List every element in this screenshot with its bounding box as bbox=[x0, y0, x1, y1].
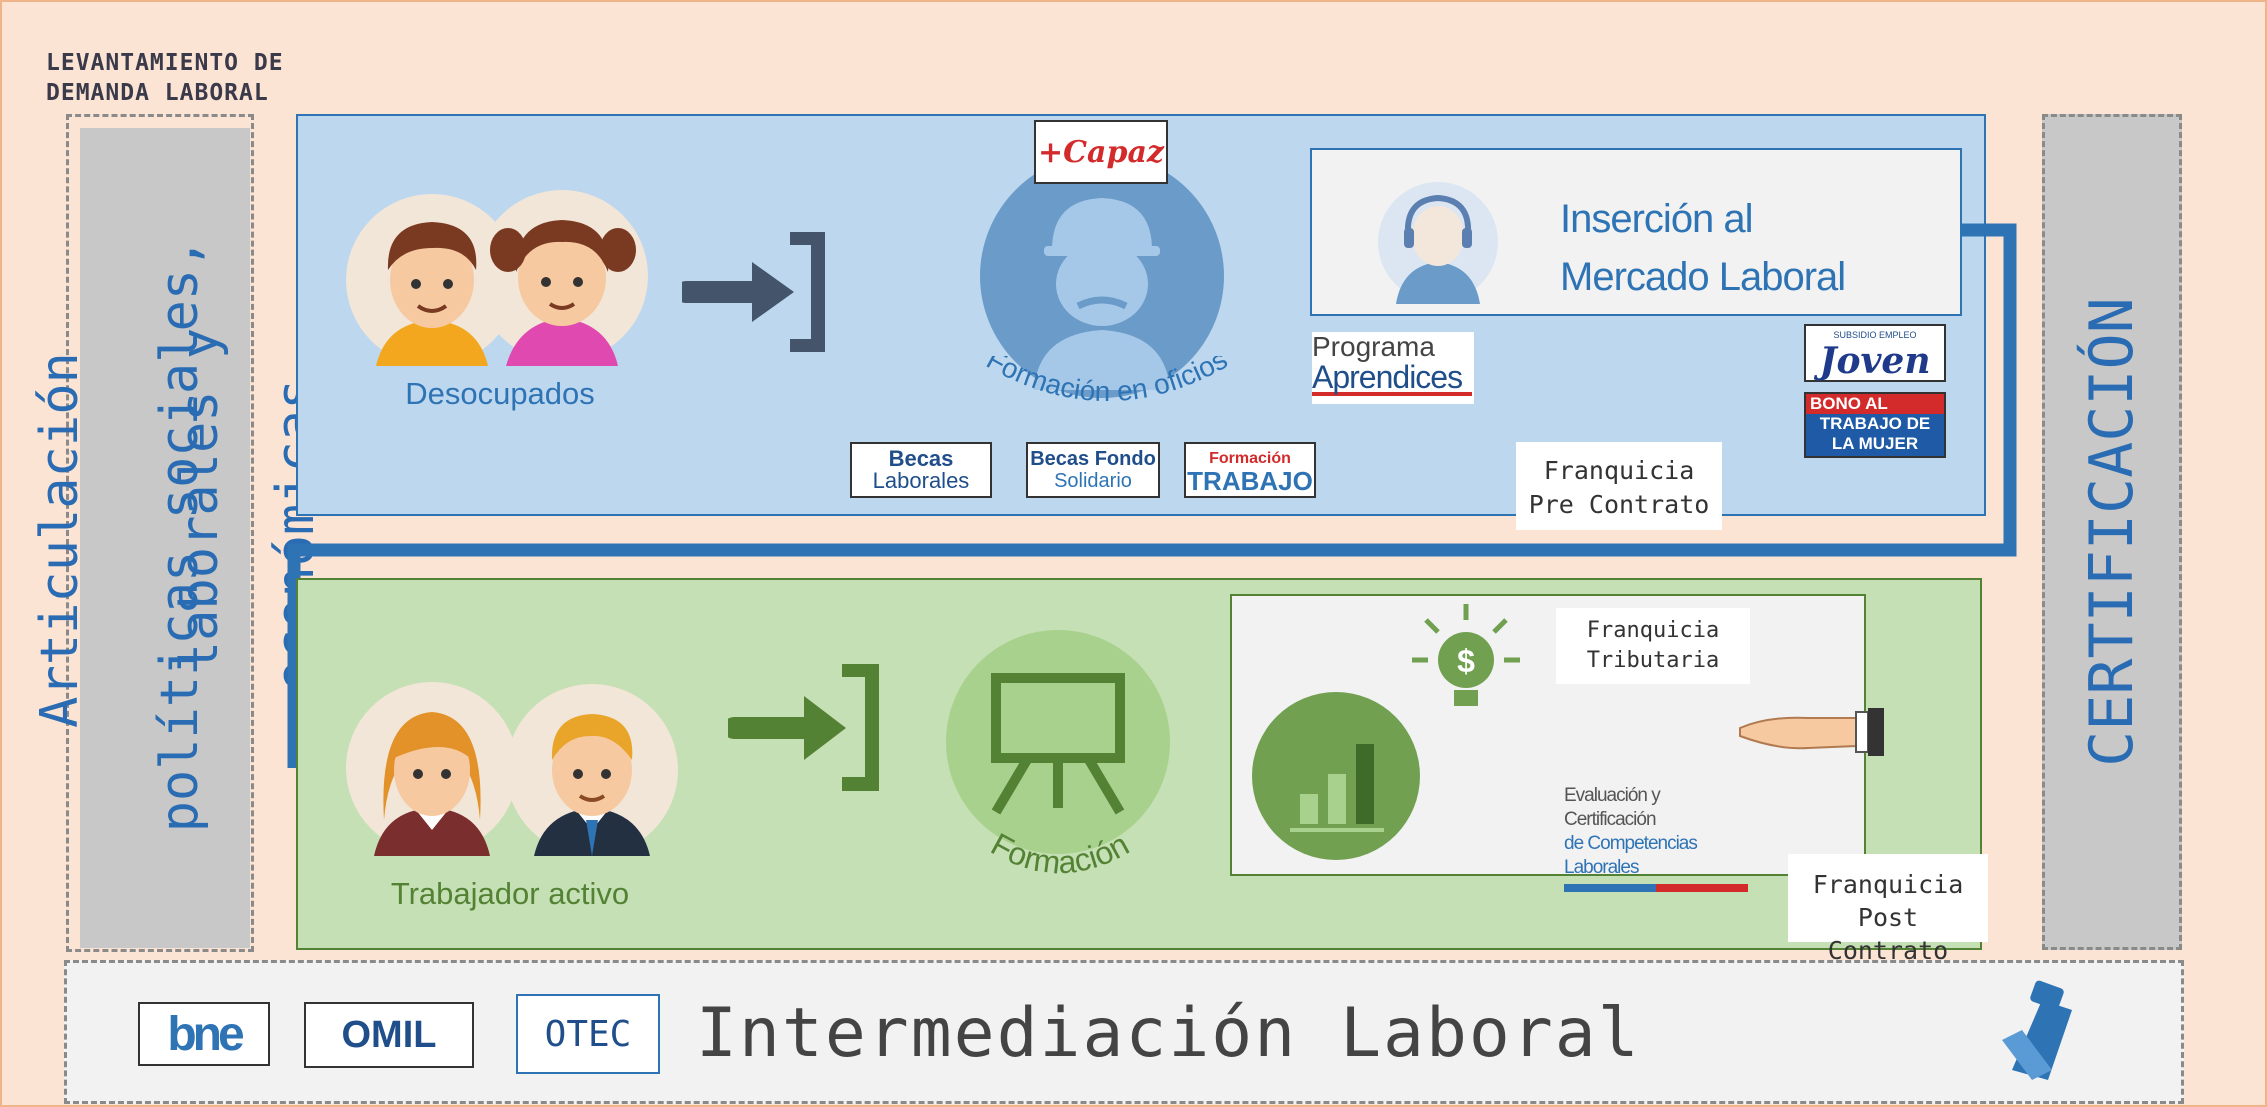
evaluacion-certificacion-logo: Evaluación y Certificación de Competenci… bbox=[1564, 784, 1748, 892]
desocupados-avatars bbox=[346, 190, 648, 366]
articulacion-dashed-frame bbox=[66, 114, 254, 952]
trabajador-avatars bbox=[346, 682, 678, 856]
franquicia-pre-contrato: Franquicia Pre Contrato bbox=[1516, 442, 1722, 530]
becas-fondo-solidario-logo: Becas Fondo Solidario bbox=[1026, 442, 1160, 498]
arrow-into-bracket-green-icon bbox=[728, 664, 879, 791]
levantamiento-label: LEVANTAMIENTO DE DEMANDA LABORAL bbox=[46, 50, 284, 106]
bono-trabajo-mujer-logo: BONO AL TRABAJO DE LA MUJER bbox=[1804, 392, 1946, 458]
otec-logo: OTEC bbox=[516, 994, 660, 1074]
formacion-trabajo-logo: Formación TRABAJO bbox=[1184, 442, 1316, 498]
handshake-icon bbox=[2002, 980, 2072, 1080]
insercion-line1: Inserción al bbox=[1560, 197, 1754, 241]
bar-chart-icon bbox=[1252, 692, 1420, 860]
worker-icon bbox=[980, 166, 1224, 398]
svg-text:Formación: Formación bbox=[985, 826, 1134, 881]
formacion-oficios-label: Formación en oficios bbox=[982, 356, 1233, 407]
trabajador-label: Trabajador activo bbox=[390, 876, 630, 911]
articulacion-line1: Articulación bbox=[30, 352, 90, 728]
bne-logo: bne bbox=[138, 1002, 270, 1066]
articulacion-panel bbox=[80, 128, 250, 948]
operator-headset-icon bbox=[1378, 182, 1498, 304]
lightbulb-dollar-icon: $ bbox=[1412, 604, 1520, 706]
becas-laborales-logo: Becas Laborales bbox=[850, 442, 992, 498]
arrow-into-bracket-icon bbox=[682, 232, 825, 352]
intermediacion-band bbox=[64, 960, 2184, 1104]
formacion-label: Formación bbox=[985, 826, 1134, 881]
svg-text:$: $ bbox=[1457, 643, 1475, 679]
insercion-line2: Mercado Laboral bbox=[1560, 255, 1846, 299]
articulacion-line3: laborales y bbox=[170, 327, 230, 673]
insercion-label: Inserción al Mercado Laboral bbox=[1560, 190, 1846, 306]
desocupados-label: Desocupados bbox=[405, 376, 595, 411]
franquicia-tributaria: Franquicia Tributaria bbox=[1556, 608, 1750, 684]
franquicia-post-contrato: Franquicia Post Contrato bbox=[1788, 854, 1988, 965]
programa-aprendices-logo: Programa Aprendices bbox=[1312, 332, 1474, 404]
capaz-logo: +Capaz bbox=[1034, 120, 1168, 184]
certificacion-panel bbox=[2042, 114, 2182, 950]
handshake-hand-icon bbox=[1739, 708, 1884, 756]
subsidio-empleo-joven-logo: SUBSIDIO EMPLEO Joven bbox=[1804, 324, 1946, 382]
easel-icon bbox=[946, 630, 1170, 854]
omil-logo: OMIL bbox=[304, 1002, 474, 1068]
certificacion-label: CERTIFICACIÓN bbox=[2077, 297, 2147, 767]
intermediacion-title: Intermediación Laboral bbox=[696, 994, 1641, 1073]
